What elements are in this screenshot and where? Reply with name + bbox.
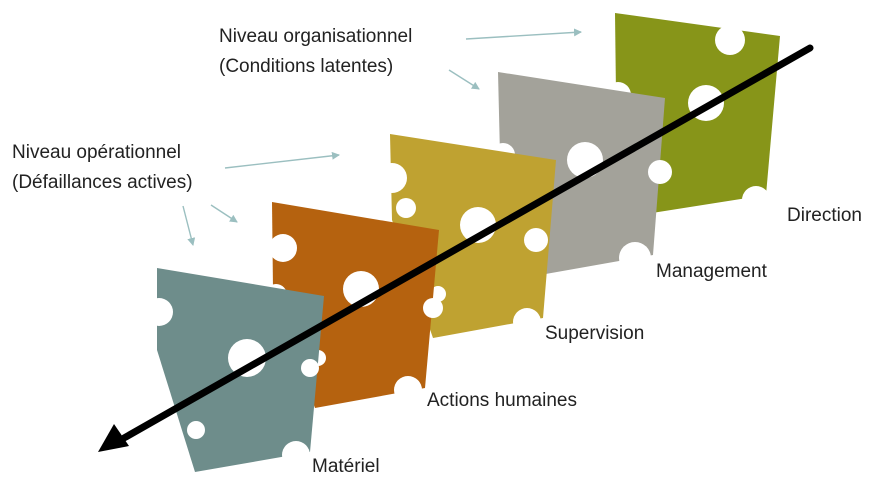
hole	[187, 421, 205, 439]
hole	[715, 25, 745, 55]
hole	[396, 198, 416, 218]
pointer-arrow	[448, 69, 480, 90]
hole	[423, 298, 443, 318]
annotation-pointers	[182, 28, 582, 246]
slice-label-actions-humaines: Actions humaines	[427, 390, 577, 411]
hole	[394, 376, 422, 404]
hole	[301, 359, 319, 377]
accident-trajectory-arrow	[98, 44, 814, 452]
slice-label-materiel: Matériel	[312, 456, 380, 477]
hole	[430, 286, 446, 302]
hole	[524, 228, 548, 252]
hole	[282, 441, 310, 469]
hole	[742, 186, 770, 214]
annotation-organisational-line2: (Conditions latentes)	[219, 56, 393, 77]
pointer-arrow	[465, 28, 582, 40]
annotation-organisational-line1: Niveau organisationnel	[219, 26, 412, 47]
pointer-arrow	[210, 204, 238, 223]
hole	[619, 242, 651, 274]
hole	[377, 163, 407, 193]
slice-label-management: Management	[656, 261, 768, 282]
hole	[269, 234, 297, 262]
hole	[228, 339, 266, 377]
hole	[145, 298, 173, 326]
slice-label-direction: Direction	[787, 205, 862, 226]
slice-materiel	[145, 268, 324, 472]
slice-label-supervision: Supervision	[545, 323, 644, 344]
annotation-operational-line1: Niveau opérationnel	[12, 142, 181, 163]
annotation-operational-line2: (Défaillances actives)	[12, 172, 193, 193]
arrowhead-icon	[98, 424, 129, 452]
hole	[648, 160, 672, 184]
hole	[513, 308, 541, 336]
pointer-arrow	[224, 151, 340, 169]
pointer-arrow	[182, 205, 196, 246]
